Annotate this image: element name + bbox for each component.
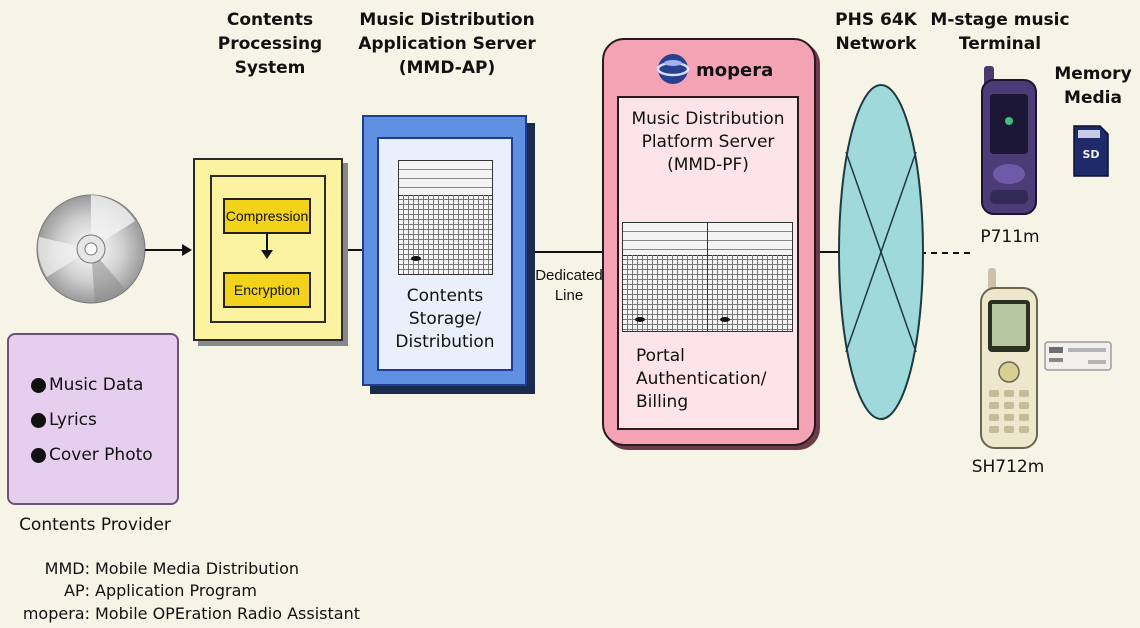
legend-mmd-text: Mobile Media Distribution [95, 559, 300, 578]
dedicated-line-label: Dedicated Line [535, 267, 603, 304]
dedicated-line [527, 251, 627, 253]
header-phs-network: PHS 64K Network [835, 10, 917, 54]
bullet-icon [31, 412, 46, 428]
list-item: Lyrics [31, 410, 97, 430]
portal-services-label: Portal Authentication/ Billing [636, 346, 767, 412]
server-icon [622, 222, 708, 332]
header-mmd-ap: Music Distribution Application Server (M… [358, 10, 536, 78]
legend-mopera-text: Mobile OPEration Radio Assistant [95, 604, 360, 623]
bullet-icon [31, 447, 46, 463]
arrow-down-icon [261, 250, 273, 259]
bullet-icon [31, 377, 46, 393]
list-item: Music Data [31, 375, 143, 395]
sd-card-icon: SD [1073, 125, 1109, 177]
header-memory-media: Memory Media [1054, 64, 1132, 108]
mopera-globe-icon [656, 54, 690, 84]
svg-text:SD: SD [1082, 148, 1099, 161]
memory-stick-icon [1044, 341, 1112, 371]
arrow-line [266, 234, 268, 256]
contents-provider-box: Music Data Lyrics Cover Photo [7, 333, 179, 505]
arrow-head-icon [182, 244, 192, 256]
legend-ap: AP: [64, 581, 90, 600]
server-icon [707, 222, 793, 332]
cd-disc-icon [36, 194, 146, 304]
phs-network-icon [838, 84, 924, 420]
link-mopera-to-network [790, 251, 842, 253]
link-processing-to-ap [346, 249, 376, 251]
server-icon [398, 160, 493, 275]
sh712m-phone-icon [980, 268, 1038, 449]
header-processing-system: Contents Processing System [217, 10, 323, 78]
list-item: Cover Photo [31, 445, 153, 465]
contents-storage-label: Contents Storage/ Distribution [395, 286, 495, 352]
legend-ap-text: Application Program [95, 581, 257, 600]
legend-mopera: mopera: [22, 604, 90, 623]
phone-label-sh712m: SH712m [971, 457, 1045, 477]
p711m-phone-icon [981, 66, 1037, 215]
link-cd-to-processing [145, 249, 189, 251]
encryption-step: Encryption [223, 272, 311, 308]
legend-mmd: MMD: [44, 559, 90, 578]
wireless-link-dashed [920, 252, 970, 254]
contents-provider-caption: Contents Provider [19, 515, 171, 535]
header-m-stage-terminal: M-stage music Terminal [930, 10, 1070, 54]
phone-label-p711m: P711m [980, 227, 1040, 247]
mmd-pf-title: Music Distribution Platform Server (MMD-… [631, 109, 785, 175]
mopera-brand: mopera [696, 60, 774, 81]
compression-step: Compression [223, 198, 311, 234]
